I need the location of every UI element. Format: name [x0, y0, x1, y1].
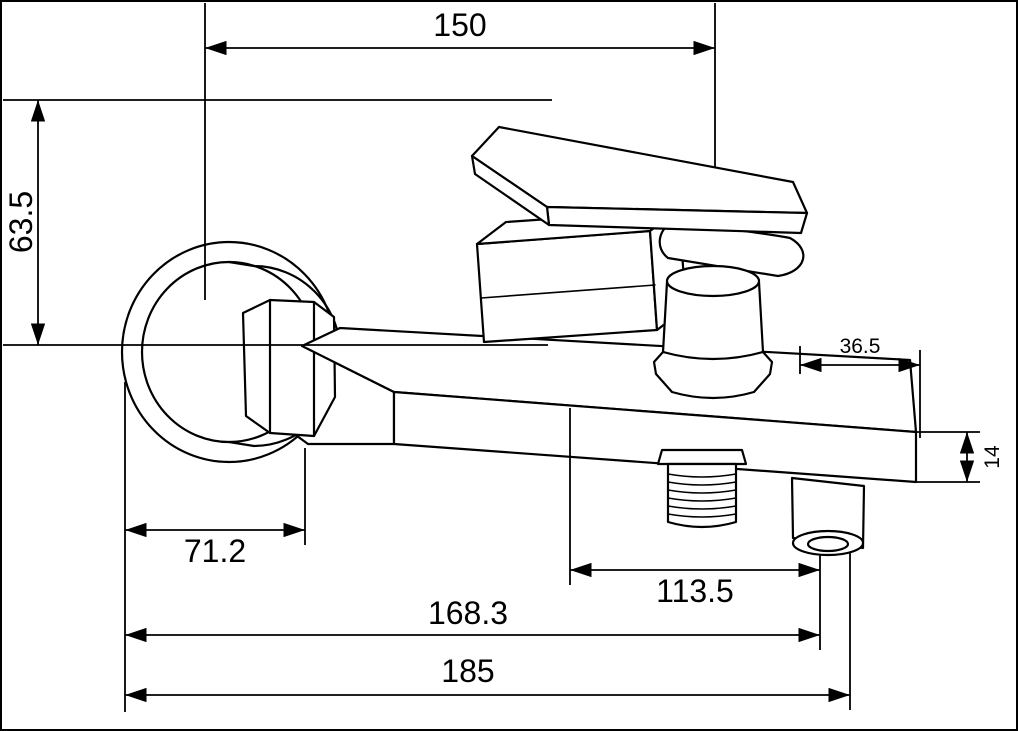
diverter-knob — [652, 264, 774, 400]
lever-handle — [470, 125, 809, 278]
dim-14-label: 14 — [981, 445, 1004, 469]
dim-14 — [916, 431, 980, 483]
dim-168-3-label: 168.3 — [428, 595, 508, 631]
dim-36-5 — [799, 346, 921, 438]
mounting-nut — [241, 298, 337, 438]
faucet-drawing — [120, 125, 918, 557]
dim-150-label: 150 — [433, 7, 486, 43]
dimension-labels: 150 63.5 71.2 113.5 168.3 185 36.5 14 — [3, 7, 1004, 689]
dim-113-5-label: 113.5 — [656, 573, 734, 609]
dim-150 — [204, 3, 716, 300]
dim-71-2-label: 71.2 — [184, 533, 246, 569]
dim-36-5-label: 36.5 — [840, 335, 881, 358]
dimension-layer — [3, 3, 980, 712]
cartridge-block — [475, 208, 688, 344]
spout-outlet-threaded — [656, 448, 748, 529]
dim-185 — [125, 552, 851, 710]
dim-63-5-label: 63.5 — [3, 191, 39, 253]
dim-71-2 — [124, 382, 306, 712]
shower-hose-outlet — [790, 476, 866, 557]
dim-185-label: 185 — [441, 653, 494, 689]
dim-63-5 — [3, 99, 552, 346]
